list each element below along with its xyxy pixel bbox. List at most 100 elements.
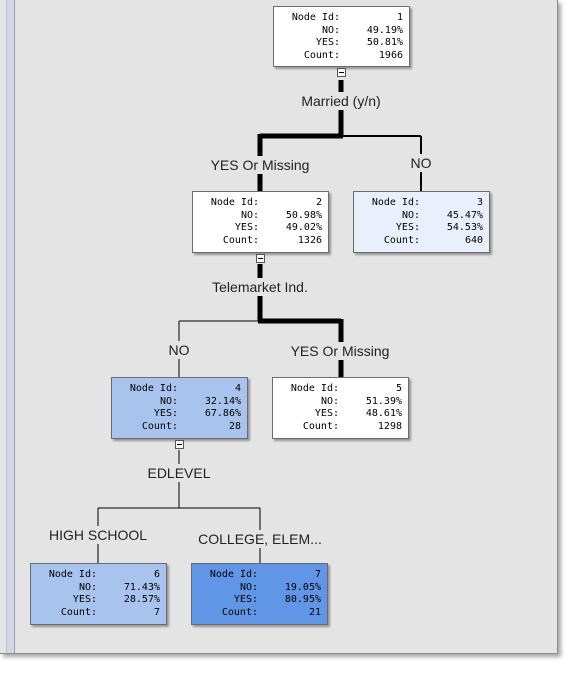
node-row-node-id: Node Id: 2 <box>199 197 322 210</box>
node-field-value: 1966 <box>378 49 403 61</box>
node-field-label: Count: <box>222 234 259 246</box>
node-field-value: 50.98% <box>285 209 322 221</box>
node-field-label: YES: <box>153 408 178 420</box>
node-field-value: 7 <box>153 606 160 618</box>
node-field-label: NO: <box>401 209 420 221</box>
node-row-no: NO: 32.14% <box>118 396 241 409</box>
node-field-value: 45.47% <box>446 209 483 221</box>
node-row-node-id: Node Id: 1 <box>280 12 403 25</box>
node-row-no: NO: 19.05% <box>198 582 321 595</box>
node-row-no: NO: 50.98% <box>199 210 322 223</box>
node-field-value: 1298 <box>377 420 402 432</box>
node-row-node-id: Node Id: 4 <box>118 383 241 396</box>
node-field-label: YES: <box>233 594 258 606</box>
node-row-no: NO: 51.39% <box>279 396 402 409</box>
node-field-value: 7 <box>314 569 321 580</box>
node-row-yes: YES: 54.53% <box>360 222 483 235</box>
node-field-value: 4 <box>234 383 241 394</box>
node-row-no: NO: 71.43% <box>37 582 160 595</box>
node-field-label: NO: <box>159 395 178 407</box>
node-row-count: Count: 28 <box>118 421 241 434</box>
node-row-count: Count: 1326 <box>199 235 322 248</box>
node-row-node-id: Node Id: 5 <box>279 383 402 396</box>
node-field-value: 32.14% <box>204 395 241 407</box>
branch-label-no: NO <box>167 342 191 358</box>
node-field-value: 1 <box>396 12 403 23</box>
node-field-value: 1326 <box>297 234 322 246</box>
node-field-label: Node Id: <box>291 12 340 23</box>
split-label-telemarket: Telemarket Ind. <box>211 279 309 295</box>
node-field-label: Count: <box>302 420 339 432</box>
node-field-value: 51.39% <box>365 395 402 407</box>
node-row-count: Count: 1298 <box>279 421 402 434</box>
node-row-yes: YES: 48.61% <box>279 408 402 421</box>
node-field-label: Node Id: <box>129 383 178 394</box>
node-field-label: NO: <box>321 24 340 36</box>
node-field-label: NO: <box>320 395 339 407</box>
node-field-label: Count: <box>60 606 97 618</box>
node-field-label: YES: <box>314 408 339 420</box>
node-field-value: 3 <box>476 197 483 208</box>
node-field-label: NO: <box>240 209 259 221</box>
node-row-yes: YES: 67.86% <box>118 408 241 421</box>
node-field-label: Count: <box>221 606 258 618</box>
node-field-value: 54.53% <box>446 222 483 234</box>
node-field-label: Node Id: <box>210 197 259 208</box>
node-row-count: Count: 7 <box>37 607 160 620</box>
node-field-value: 71.43% <box>123 581 160 593</box>
node-field-label: NO: <box>78 581 97 593</box>
branch-label-no: NO <box>409 155 433 171</box>
node-field-value: 6 <box>153 569 160 580</box>
node-field-label: YES: <box>395 222 420 234</box>
node-field-value: 19.05% <box>284 581 321 593</box>
node-field-value: 50.81% <box>366 37 403 49</box>
collapse-toggle-node-1[interactable] <box>337 68 346 77</box>
node-field-label: YES: <box>315 37 340 49</box>
node-row-count: Count:640 <box>360 235 483 248</box>
node-row-yes: YES:49.02% <box>199 222 322 235</box>
node-field-value: 21 <box>308 606 321 618</box>
tree-diagram-panel: Married (y/n) Telemarket Ind. EDLEVEL YE… <box>0 0 558 654</box>
node-field-value: 67.86% <box>204 408 241 420</box>
node-row-count: Count: 1966 <box>280 50 403 63</box>
node-field-value: 5 <box>395 383 402 394</box>
panel-scroll-rail[interactable] <box>6 0 15 653</box>
tree-edges <box>97 80 422 563</box>
split-label-edlevel: EDLEVEL <box>146 465 212 481</box>
branch-label-yes-or-missing: YES Or Missing <box>289 343 391 359</box>
node-field-value: 640 <box>464 234 483 246</box>
collapse-toggle-node-4[interactable] <box>175 440 184 449</box>
branch-label-college-elem: COLLEGE, ELEM... <box>197 531 323 547</box>
node-row-node-id: Node Id:7 <box>198 569 321 582</box>
node-field-value: 28 <box>228 420 241 432</box>
node-field-value: 2 <box>315 197 322 208</box>
node-row-node-id: Node Id: 6 <box>37 569 160 582</box>
node-field-label: Node Id: <box>290 383 339 394</box>
node-row-no: NO: 45.47% <box>360 210 483 223</box>
node-field-label: Count: <box>303 49 340 61</box>
node-field-label: Node Id: <box>48 569 97 580</box>
split-label-married: Married (y/n) <box>300 93 382 109</box>
node-field-value: 28.57% <box>123 594 160 606</box>
node-field-label: NO: <box>239 581 258 593</box>
node-row-no: NO: 49.19% <box>280 25 403 38</box>
node-field-label: Node Id: <box>371 197 420 208</box>
node-row-count: Count: 21 <box>198 607 321 620</box>
collapse-toggle-node-2[interactable] <box>256 254 265 263</box>
node-field-value: 49.19% <box>366 24 403 36</box>
node-row-yes: YES: 50.81% <box>280 37 403 50</box>
node-field-label: Count: <box>141 420 178 432</box>
node-field-value: 48.61% <box>365 408 402 420</box>
node-field-label: YES: <box>234 222 259 234</box>
node-row-yes: YES: 28.57% <box>37 594 160 607</box>
branch-label-high-school: HIGH SCHOOL <box>47 527 149 543</box>
branch-label-yes-or-missing: YES Or Missing <box>209 157 311 173</box>
node-field-label: YES: <box>72 594 97 606</box>
